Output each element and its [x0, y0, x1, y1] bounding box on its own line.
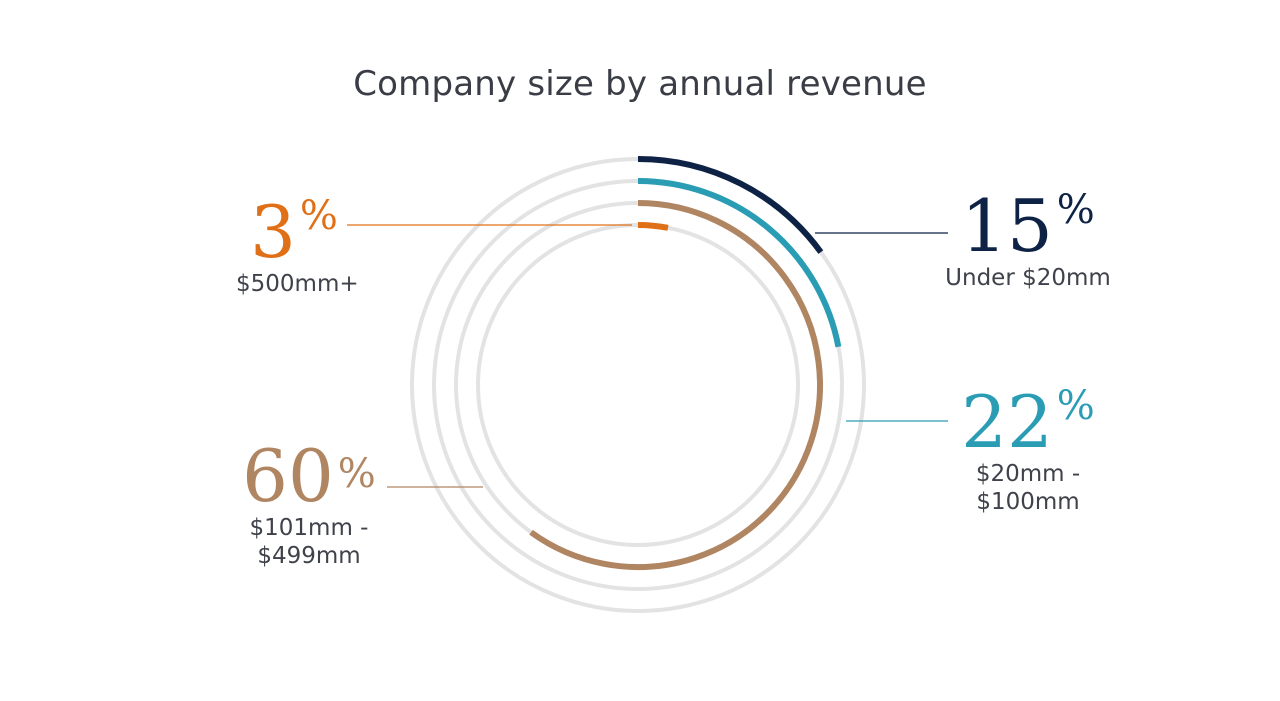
stat-number: 3	[250, 190, 296, 274]
stat-percent-sign: %	[1056, 383, 1095, 429]
stat-label-line-2: $499mm	[257, 543, 361, 569]
ring-track	[476, 223, 800, 547]
stat-value: 15%	[938, 190, 1118, 262]
stat-percent-sign: %	[337, 451, 376, 497]
stat-101mm-499mm: 60% $101mm - $499mm	[214, 440, 404, 570]
ring-arc	[637, 156, 824, 254]
stat-label-line-1: $101mm -	[249, 515, 369, 541]
leader-lines	[347, 224, 948, 488]
stat-value: 60%	[214, 440, 404, 512]
stat-label-line-1: $20mm -	[975, 461, 1081, 487]
stat-number: 15	[961, 184, 1053, 268]
stat-500mm-plus: 3% $500mm+	[214, 196, 374, 298]
stat-percent-sign: %	[299, 193, 338, 239]
stat-number: 22	[961, 380, 1053, 464]
stat-20mm-100mm: 22% $20mm - $100mm	[938, 386, 1118, 516]
ring-arc	[637, 222, 669, 231]
stat-percent-sign: %	[1056, 187, 1095, 233]
stat-under-20mm: 15% Under $20mm	[938, 190, 1118, 292]
stat-label: $500mm+	[236, 271, 359, 297]
stat-number: 60	[242, 434, 334, 518]
ring-arc	[637, 178, 842, 348]
stat-value: 22%	[938, 386, 1118, 458]
ring-arcs	[529, 156, 842, 570]
ring-arc	[529, 200, 823, 570]
chart-title: Company size by annual revenue	[353, 64, 927, 104]
stat-value: 3%	[214, 196, 374, 268]
stat-label: Under $20mm	[945, 265, 1111, 291]
stat-label-line-2: $100mm	[976, 489, 1080, 515]
